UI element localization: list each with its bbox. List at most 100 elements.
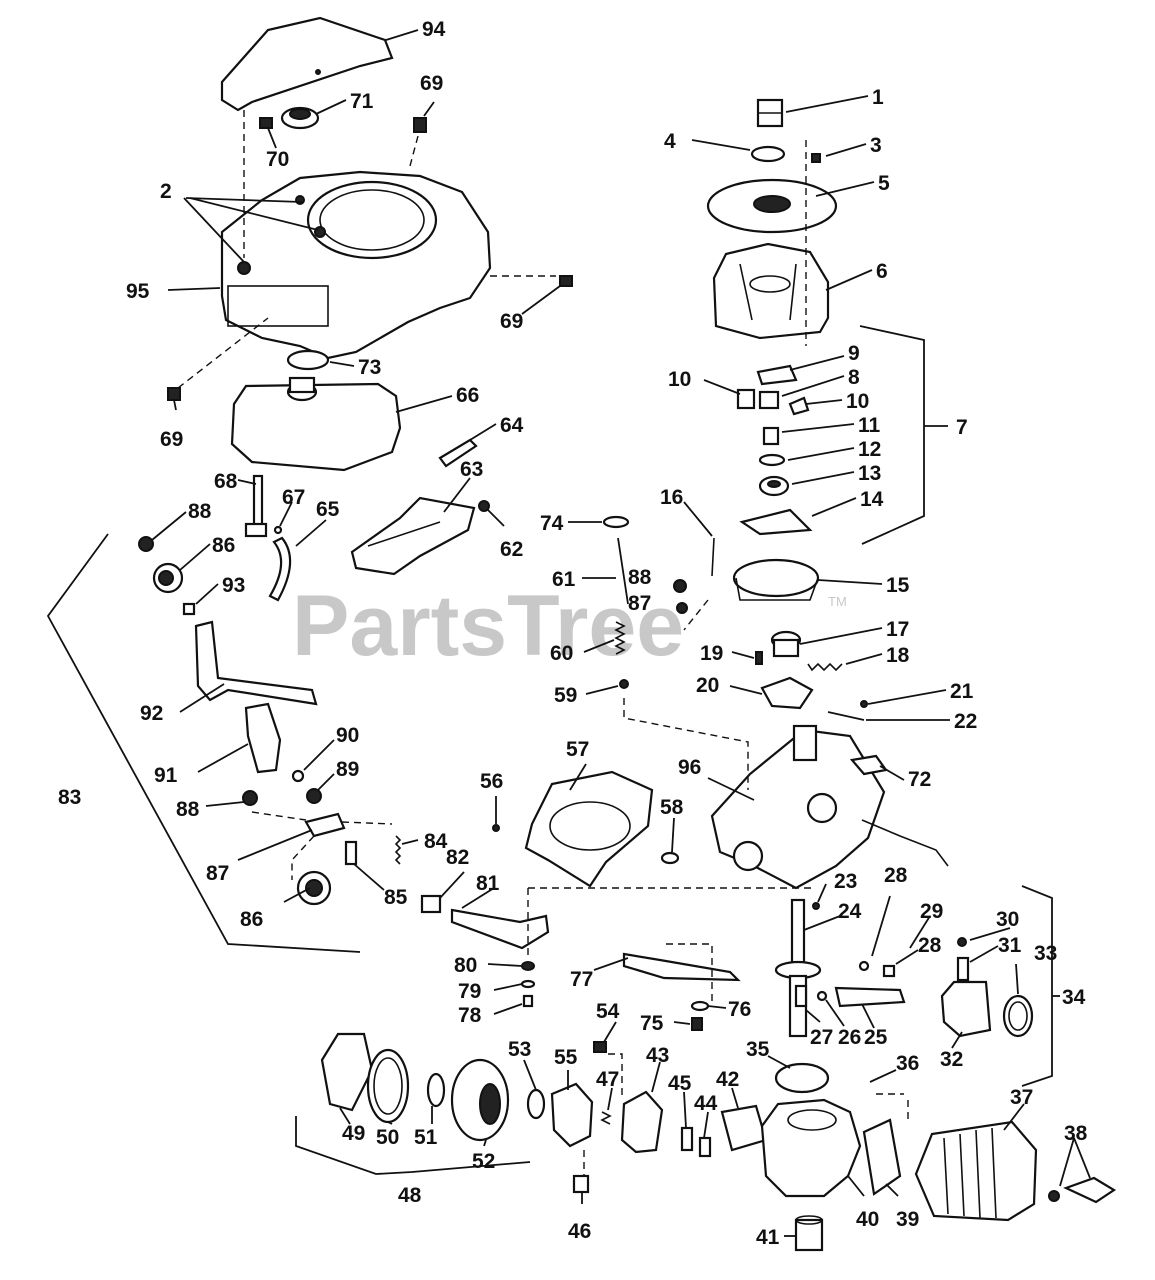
part-12-washer — [758, 453, 786, 467]
part-26-lock — [816, 990, 828, 1002]
part-28-clip-a — [858, 960, 870, 972]
part-43-fuel-pump — [620, 1090, 664, 1154]
callout-63: 63 — [460, 458, 483, 481]
callout-34: 34 — [1062, 986, 1086, 1009]
part-30-clip — [957, 937, 967, 947]
callout-86-a: 86 — [212, 534, 235, 557]
callout-15: 15 — [886, 574, 910, 597]
part-80-nut — [521, 961, 535, 971]
callout-41: 41 — [756, 1226, 780, 1249]
part-62-nut — [478, 500, 490, 512]
part-37-cylinder — [914, 1120, 1038, 1222]
part-88-nut-b — [242, 790, 258, 806]
callout-56: 56 — [480, 770, 503, 793]
callout-82: 82 — [446, 846, 469, 869]
part-32-piston — [940, 980, 992, 1038]
callout-11: 11 — [858, 414, 881, 437]
part-82-bushing — [420, 894, 442, 914]
callout-49: 49 — [342, 1122, 365, 1145]
callout-93: 93 — [222, 574, 245, 597]
callout-14: 14 — [860, 488, 884, 511]
callout-50: 50 — [376, 1126, 399, 1149]
callout-33: 33 — [1034, 942, 1057, 965]
part-61-governor-rod — [617, 537, 629, 605]
callout-4: 4 — [664, 130, 676, 153]
callout-12: 12 — [858, 438, 881, 461]
callout-94: 94 — [422, 18, 446, 41]
callout-36: 36 — [896, 1052, 919, 1075]
callout-92: 92 — [140, 702, 163, 725]
callout-54: 54 — [596, 1000, 620, 1023]
part-28-clip-b — [882, 964, 896, 978]
part-20-bracket — [760, 676, 814, 710]
part-59-screw — [619, 679, 629, 689]
callout-87-b: 87 — [628, 592, 651, 615]
part-63-bracket — [350, 496, 476, 576]
callout-8: 8 — [848, 366, 860, 389]
part-77-lever — [622, 952, 741, 982]
callout-69-b: 69 — [500, 310, 523, 333]
callout-21: 21 — [950, 680, 974, 703]
part-70-screw — [259, 117, 273, 129]
part-36-screw — [869, 1069, 897, 1083]
callout-42: 42 — [716, 1068, 739, 1091]
callout-20: 20 — [696, 674, 719, 697]
callout-95: 95 — [126, 280, 150, 303]
part-69-screw-c — [167, 387, 181, 401]
callout-2: 2 — [160, 180, 172, 203]
callout-32: 32 — [940, 1048, 963, 1071]
leader-lines — [151, 29, 1091, 1237]
callout-61: 61 — [552, 568, 576, 591]
part-19-pin — [755, 651, 763, 665]
part-50-element — [366, 1048, 410, 1124]
callout-17: 17 — [886, 618, 909, 641]
part-31-wrist-pin — [956, 956, 970, 982]
part-44-spring — [698, 1136, 712, 1158]
callout-43: 43 — [646, 1044, 669, 1067]
callout-59: 59 — [554, 684, 577, 707]
part-95-blower-housing — [220, 170, 492, 360]
part-75-screw — [691, 1017, 703, 1031]
alignment-lines — [177, 110, 909, 1176]
callout-66: 66 — [456, 384, 479, 407]
part-9-plate — [756, 364, 798, 386]
callout-88-a: 88 — [188, 500, 212, 523]
part-96-carburetor — [710, 724, 949, 890]
part-68-valve — [244, 474, 268, 538]
part-66-fuel-tank — [230, 376, 402, 472]
callout-labels: 1 4 3 5 6 9 8 10 10 11 12 13 14 7 16 15 … — [58, 18, 1088, 1249]
callout-16: 16 — [660, 486, 683, 509]
callout-65: 65 — [316, 498, 340, 521]
part-6-flywheel — [712, 242, 830, 340]
part-27-rod-bolt — [794, 984, 808, 1008]
part-8-sleeve — [758, 390, 780, 410]
part-78-bushing — [522, 994, 534, 1008]
callout-18: 18 — [886, 644, 910, 667]
callout-40: 40 — [856, 1208, 879, 1231]
part-74-washer — [602, 515, 630, 529]
callout-55: 55 — [554, 1046, 578, 1069]
callout-25: 25 — [864, 1026, 888, 1049]
part-23-pin — [812, 902, 820, 910]
callout-83: 83 — [58, 786, 81, 809]
callout-88-c: 88 — [628, 566, 652, 589]
callout-45: 45 — [668, 1072, 692, 1095]
callout-74: 74 — [540, 512, 564, 535]
part-65-fuel-line — [268, 536, 292, 602]
callout-23: 23 — [834, 870, 857, 893]
callout-89: 89 — [336, 758, 359, 781]
part-10-weight-a — [736, 388, 756, 410]
part-21-pin — [860, 700, 868, 708]
callout-62: 62 — [500, 538, 523, 561]
callout-73: 73 — [358, 356, 381, 379]
part-4-washer — [750, 145, 786, 163]
part-53-gasket — [526, 1088, 546, 1120]
part-89-nut — [306, 788, 322, 804]
callout-47: 47 — [596, 1068, 619, 1091]
callout-28-b: 28 — [918, 934, 942, 957]
part-90-washer — [291, 769, 305, 783]
callout-87-a: 87 — [206, 862, 229, 885]
part-5-screen — [706, 178, 838, 234]
part-49-base — [320, 1032, 374, 1112]
part-22-shaft — [827, 711, 865, 721]
